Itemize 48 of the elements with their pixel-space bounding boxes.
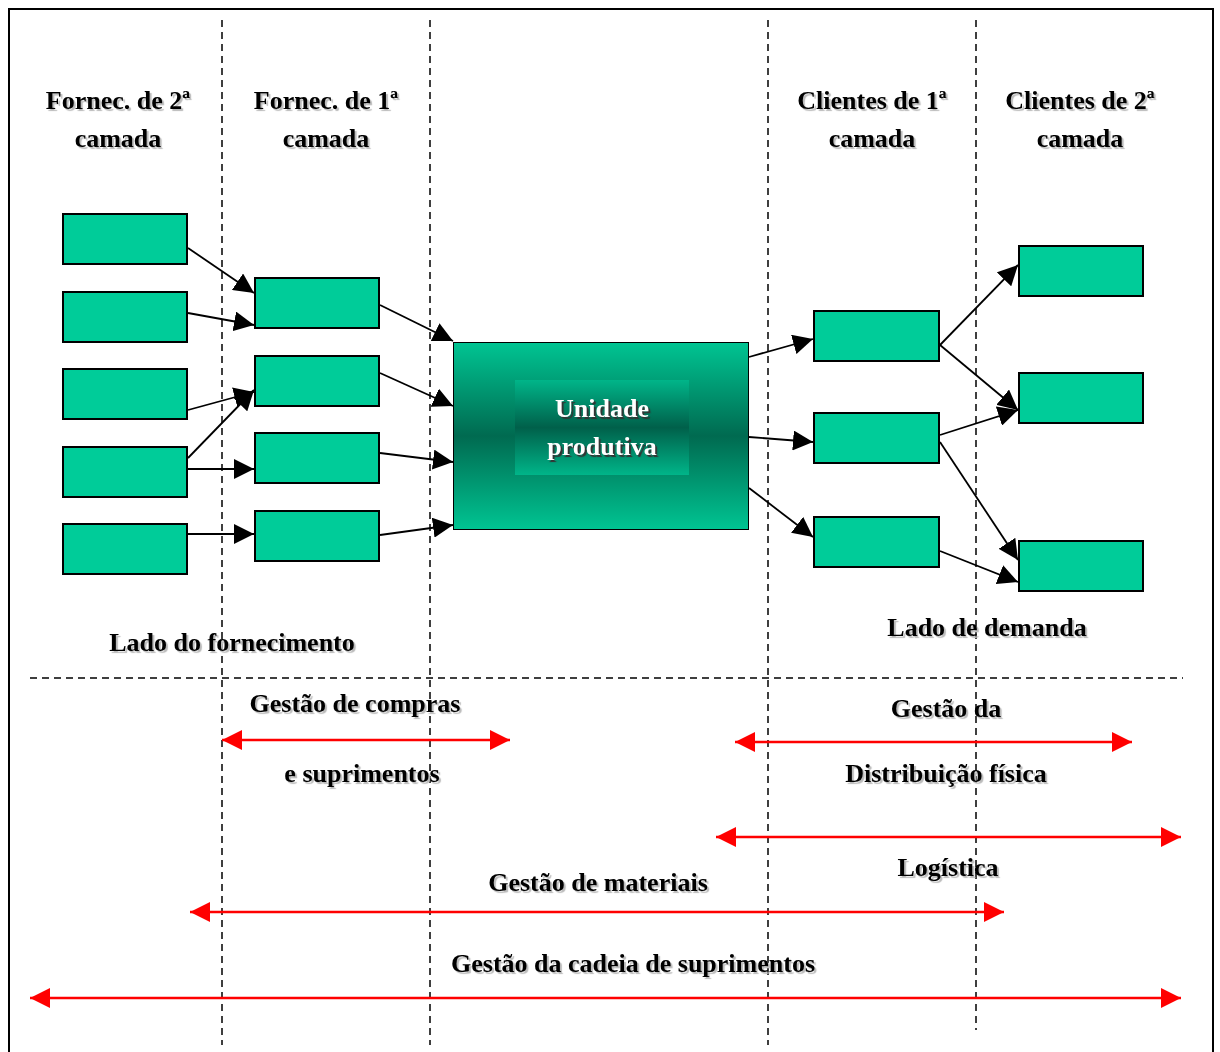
empty-box [62, 446, 188, 498]
empty-box [254, 510, 380, 562]
empty-box [813, 310, 940, 362]
node-label: Unidade produtiva [546, 392, 658, 463]
empty-box [254, 355, 380, 407]
arrow [939, 550, 1019, 584]
arrow [379, 449, 454, 470]
span-label: Gestão da [890, 693, 1002, 725]
arrow [187, 247, 255, 294]
arrow [187, 524, 255, 544]
empty-box [254, 277, 380, 329]
span-label: Distribuição física [845, 758, 1047, 790]
empty-box [813, 412, 940, 464]
arrow [939, 441, 1019, 561]
arrow [187, 311, 255, 332]
span-label: Gestão da cadeia de suprimentos [451, 948, 815, 980]
section-label: Lado do fornecimento [109, 627, 355, 659]
empty-box [1018, 540, 1144, 592]
production-unit-box [453, 342, 749, 530]
empty-box [254, 432, 380, 484]
arrow [748, 334, 814, 358]
span-label: Gestão de compras [249, 688, 461, 720]
empty-box [1018, 372, 1144, 424]
arrow [187, 459, 255, 479]
empty-box [813, 516, 940, 568]
span-label: Gestão de materiais [488, 867, 708, 899]
arrow [939, 344, 1019, 411]
arrow [748, 430, 814, 451]
arrow [939, 406, 1019, 436]
tier-heading: Fornec. de 1ª camada [252, 85, 400, 155]
arrow [939, 264, 1019, 346]
empty-box [62, 291, 188, 343]
arrow [379, 304, 454, 342]
arrow [379, 372, 454, 407]
arrow [379, 517, 454, 538]
arrow [748, 487, 814, 538]
empty-box [62, 523, 188, 575]
arrow [187, 389, 255, 459]
empty-box [1018, 245, 1144, 297]
empty-box [62, 368, 188, 420]
tier-heading: Clientes de 2ª camada [1005, 85, 1155, 155]
tier-heading: Fornec. de 2ª camada [44, 85, 192, 155]
empty-box [62, 213, 188, 265]
tier-heading: Clientes de 1ª camada [797, 85, 947, 155]
arrow [187, 387, 255, 411]
span-label: Logística [897, 852, 999, 884]
section-label: Lado de demanda [887, 612, 1087, 644]
span-label: e suprimentos [284, 758, 440, 790]
